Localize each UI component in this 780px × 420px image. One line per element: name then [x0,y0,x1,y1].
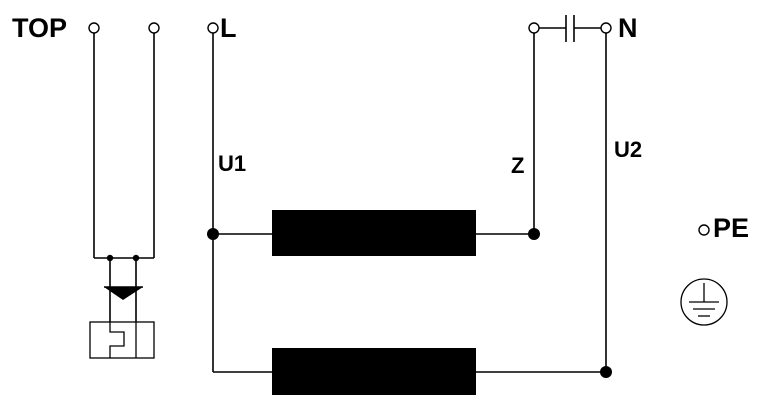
label-line: L [220,13,237,43]
thermal-protector-icon [89,286,155,359]
auxiliary-winding [272,210,476,256]
capacitor-icon [539,15,601,42]
protective-earth-icon [680,278,728,326]
top-terminal-right [148,22,160,258]
top-terminal-left [88,22,100,258]
label-u2: U2 [614,137,642,162]
label-z: Z [511,153,524,178]
capacitor-terminal [528,22,540,34]
neutral-terminal [600,22,612,372]
main-winding [272,348,476,395]
line-terminal [207,22,219,372]
label-u1: U1 [218,151,246,176]
label-pe: PE [713,213,749,243]
label-neutral: N [618,13,638,43]
label-top: TOP [12,13,67,43]
pe-terminal [698,224,710,236]
junction-dot [600,366,612,378]
